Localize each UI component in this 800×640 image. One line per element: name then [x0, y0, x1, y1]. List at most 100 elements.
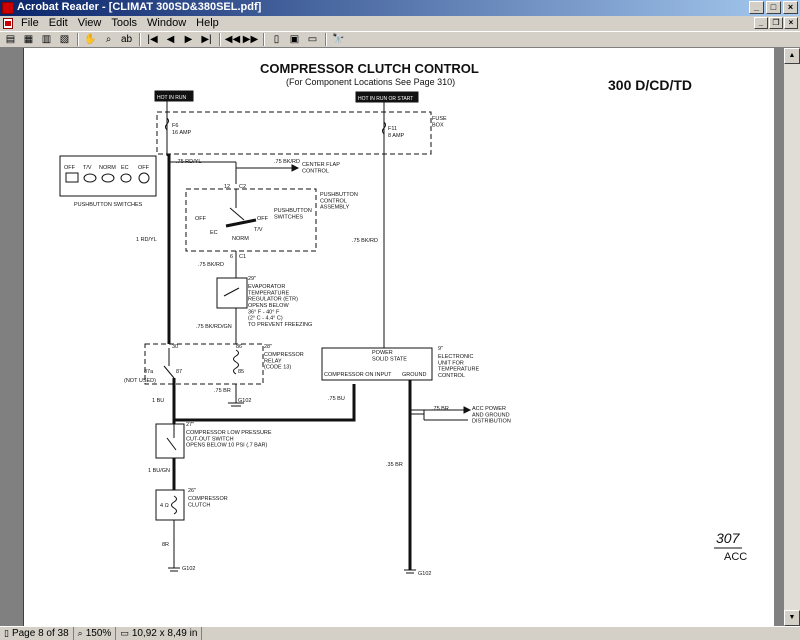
maximize-button[interactable]: □ [766, 1, 781, 14]
menu-edit[interactable]: Edit [48, 17, 68, 29]
close-button[interactable]: × [783, 1, 798, 14]
first-page-icon[interactable]: |◀ [147, 34, 158, 45]
ground-label: GROUND [402, 372, 426, 378]
f11-amp: 8 AMP [388, 133, 405, 139]
zoom-icon: ⌕ [77, 628, 83, 638]
model-label: 300 D/CD/TD [608, 77, 692, 93]
compressor-on-input: COMPRESSOR ON INPUT [324, 372, 392, 378]
wire-75-bkrd-right: .75 BK/RD [352, 238, 378, 244]
page-code: ACC [724, 551, 747, 563]
go-forward-icon[interactable]: ▶▶ [242, 34, 259, 45]
pb-label-off2: OFF [138, 165, 150, 171]
c1-label: C1 [239, 254, 246, 260]
g102-ground: G102 [418, 571, 431, 577]
page-number: 307 [716, 530, 741, 546]
switch-tv: T/V [254, 227, 263, 233]
solid-state-number: 9" [438, 346, 443, 352]
g102-relay: G102 [238, 398, 251, 404]
pdf-page: COMPRESSOR CLUTCH CONTROL (For Component… [23, 48, 774, 626]
scroll-up-icon[interactable]: ▲ [784, 48, 800, 64]
page-size-indicator: ▭ 10,92 x 8,49 in [116, 627, 203, 640]
ruler-icon: ▭ [120, 628, 129, 638]
doc-restore-button[interactable]: ❐ [769, 17, 783, 29]
hand-tool-icon[interactable]: ✋ [84, 34, 97, 45]
menu-tools[interactable]: Tools [111, 17, 138, 29]
next-page-icon[interactable]: ▶ [184, 34, 193, 45]
menu-view[interactable]: View [77, 17, 102, 29]
c2-label: C2 [239, 184, 246, 190]
wire-75-bkrd-mid: .75 BK/RD [198, 262, 224, 268]
doc-close-button[interactable]: × [784, 17, 798, 29]
pb-label-norm: NORM [99, 165, 116, 171]
document-icon[interactable] [3, 17, 13, 29]
print-icon[interactable]: ▦ [23, 34, 34, 45]
prev-page-icon[interactable]: ◀ [166, 34, 175, 45]
wire-75-bkrd-top: .75 BK/RD [274, 159, 300, 165]
pushbutton-switches-label: PUSHBUTTON SWITCHES [74, 202, 143, 208]
open-icon[interactable]: ▤ [5, 34, 16, 45]
menu-file[interactable]: File [21, 17, 39, 29]
hot-in-run-label: HOT IN RUN [157, 95, 186, 101]
thumbnails-icon[interactable]: ▧ [59, 34, 70, 45]
clutch-number: 26" [188, 488, 196, 494]
actual-size-icon[interactable]: ▯ [273, 34, 280, 45]
not-used-label: (NOT USED) [124, 378, 156, 384]
window-title: Acrobat Reader - [CLIMAT 300SD&380SEL.pd… [17, 1, 262, 13]
wire-8r: 8R [162, 542, 169, 548]
pin30: 30 [172, 344, 178, 350]
pin12-label: 12 [224, 184, 230, 190]
page-icon: ▯ [4, 628, 9, 638]
wire-75-rdyl: .75 RD/YL [176, 159, 201, 165]
status-bar: ▯ Page 8 of 38 ⌕ 150% ▭ 10,92 x 8,49 in [0, 626, 800, 640]
fuse-box-outline [156, 111, 432, 155]
hot-in-run-or-start-label: HOT IN RUN OR START [358, 96, 413, 102]
relay-number: 28" [264, 344, 272, 350]
acrobat-app-icon[interactable] [2, 2, 14, 14]
wire-1-bu: 1 BU [152, 398, 164, 404]
zoom-indicator[interactable]: ⌕ 150% [74, 627, 117, 640]
evap-number: 29" [248, 276, 256, 282]
menu-window[interactable]: Window [147, 17, 187, 29]
pin85: 85 [238, 369, 244, 375]
doc-minimize-button[interactable]: _ [754, 17, 768, 29]
last-page-icon[interactable]: ▶| [201, 34, 212, 45]
wire-75-bu: .75 BU [328, 396, 345, 402]
pb-label-tv: T/V [83, 165, 92, 171]
find-icon[interactable]: 🔭 [332, 34, 345, 45]
wire-1-bugn: 1 BU/GN [148, 468, 170, 474]
menu-help[interactable]: Help [196, 17, 219, 29]
fit-width-icon[interactable]: ▭ [307, 34, 318, 45]
switch-ec: EC [210, 230, 218, 236]
switch-off2: OFF [257, 216, 269, 222]
minimize-button[interactable]: _ [749, 1, 764, 14]
diagram-subtitle: (For Component Locations See Page 310) [286, 77, 455, 87]
document-area[interactable]: COMPRESSOR CLUTCH CONTROL (For Component… [0, 48, 800, 626]
wiring-diagram: COMPRESSOR CLUTCH CONTROL (For Component… [59, 61, 747, 577]
vertical-scrollbar[interactable]: ▲ ▼ [784, 48, 800, 626]
pin87a: 87a [144, 369, 154, 375]
f11-label: F11 [388, 126, 397, 132]
go-back-icon[interactable]: ◀◀ [224, 34, 241, 45]
scroll-down-icon[interactable]: ▼ [784, 610, 800, 626]
pin86: 86 [236, 344, 242, 350]
page-indicator[interactable]: ▯ Page 8 of 38 [0, 627, 74, 640]
text-select-icon[interactable]: ab [120, 34, 133, 45]
pin6-label: 6 [230, 254, 233, 260]
fit-page-icon[interactable]: ▣ [289, 34, 300, 45]
clutch-ohm: 4 Ω [160, 503, 169, 509]
wire-1-rdyl: 1 RD/YL [136, 237, 157, 243]
title-bar[interactable]: Acrobat Reader - [CLIMAT 300SD&380SEL.pd… [0, 0, 800, 16]
zoom-tool-icon[interactable]: ⌕ [105, 34, 112, 45]
bookmarks-icon[interactable]: ▥ [41, 34, 52, 45]
wire-75-br-relay: .75 BR [214, 388, 231, 394]
